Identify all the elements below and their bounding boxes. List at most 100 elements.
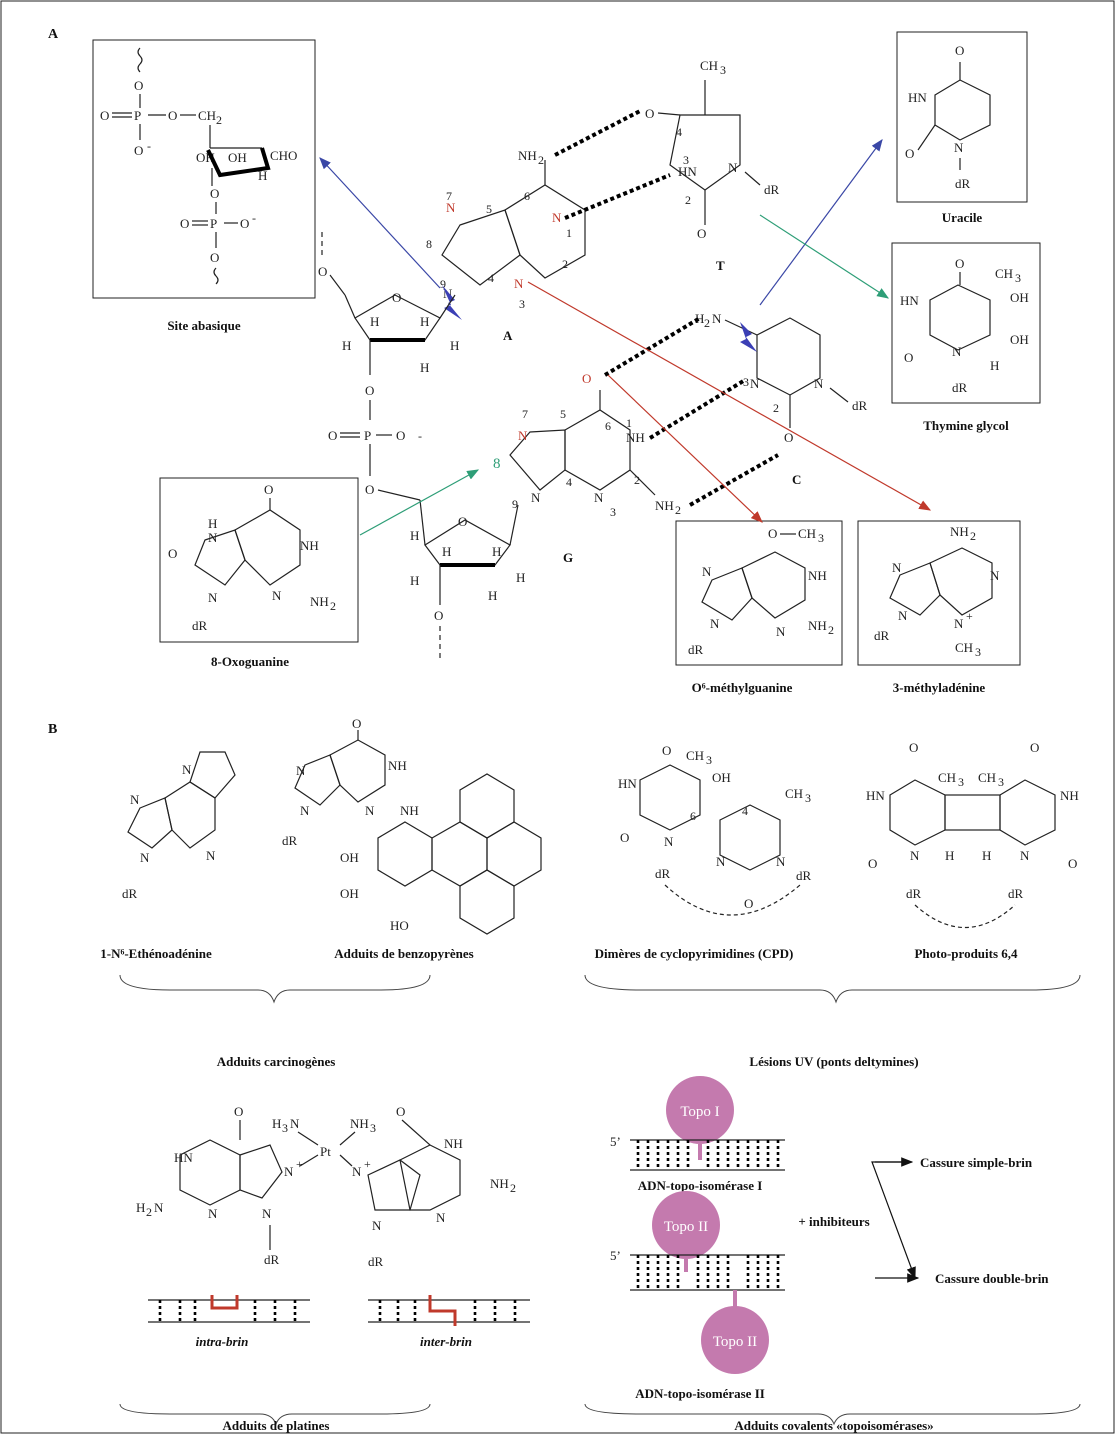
svg-text:O: O — [210, 250, 219, 265]
svg-text:O: O — [234, 1104, 243, 1119]
svg-text:O: O — [168, 546, 177, 561]
svg-text:HN: HN — [908, 90, 927, 105]
caption-methyladenine: 3-méthyladénine — [893, 680, 986, 695]
svg-text:O: O — [909, 740, 918, 755]
adenine-num-4: 4 — [488, 271, 494, 285]
svg-text:NH: NH — [300, 538, 319, 553]
svg-text:dR: dR — [264, 1252, 280, 1267]
svg-text:N: N — [712, 311, 722, 326]
svg-text:N: N — [182, 762, 192, 777]
svg-text:3: 3 — [975, 645, 981, 659]
svg-text:3: 3 — [370, 1121, 376, 1135]
svg-text:2: 2 — [538, 153, 544, 167]
svg-text:2: 2 — [510, 1181, 516, 1195]
sugar-backbone-bottom: O H H H H H H O — [410, 499, 525, 660]
label-inter-strand: inter-brin — [420, 1334, 472, 1349]
svg-text:N: N — [990, 568, 1000, 583]
svg-text:2: 2 — [675, 503, 681, 517]
svg-text:N: N — [208, 1206, 218, 1221]
svg-text:H: H — [492, 544, 501, 559]
svg-text:O: O — [328, 428, 337, 443]
svg-text:N: N — [300, 803, 310, 818]
group-uv: Lésions UV (ponts deltymines) — [749, 1054, 918, 1069]
svg-text:CH: CH — [938, 770, 956, 785]
caption-benzopyrene: Adduits de benzopyrènes — [334, 946, 473, 961]
cpd-num-6: 6 — [690, 809, 696, 823]
svg-text:O: O — [100, 108, 109, 123]
svg-text:3: 3 — [998, 775, 1004, 789]
sugar-backbone-top: O O H H H H H O P O O - O — [318, 232, 459, 501]
svg-text:NH: NH — [655, 498, 674, 513]
svg-text:3: 3 — [282, 1121, 288, 1135]
svg-text:H: H — [982, 848, 991, 863]
svg-text:-: - — [418, 429, 422, 443]
svg-text:3: 3 — [805, 791, 811, 805]
svg-text:O: O — [1068, 856, 1077, 871]
svg-text:N: N — [594, 490, 604, 505]
svg-text:N: N — [728, 160, 738, 175]
caption-ethenoadenine: 1-N⁶-Ethénoadénine — [100, 946, 212, 961]
svg-text:OH: OH — [1010, 290, 1029, 305]
svg-text:N: N — [716, 854, 726, 869]
group-platinum: Adduits de platines — [223, 1418, 330, 1433]
svg-text:H: H — [272, 1116, 281, 1131]
svg-text:3: 3 — [818, 531, 824, 545]
svg-text:H: H — [516, 570, 525, 585]
thymine-num-4: 4 — [676, 125, 682, 139]
svg-text:O: O — [365, 482, 374, 497]
svg-text:N: N — [446, 200, 456, 215]
label-inhibitors: + inhibiteurs — [798, 1214, 869, 1229]
arrow-simple-to-double — [871, 1161, 916, 1280]
svg-text:CH: CH — [995, 266, 1013, 281]
svg-text:O: O — [744, 896, 753, 911]
svg-text:H: H — [442, 544, 451, 559]
svg-text:O: O — [240, 216, 249, 231]
svg-text:3: 3 — [720, 63, 726, 77]
svg-text:N: N — [208, 530, 218, 545]
svg-text:O: O — [904, 350, 913, 365]
hbond-gc-1 — [603, 316, 702, 377]
svg-text:O: O — [396, 428, 405, 443]
base-label-t: T — [716, 258, 725, 273]
caption-cpd: Dimères de cyclopyrimidines (CPD) — [595, 946, 794, 961]
svg-text:O: O — [955, 256, 964, 271]
svg-text:CH: CH — [700, 58, 718, 73]
svg-text:H: H — [420, 314, 429, 329]
arrow-to-o6-methylguanine — [607, 374, 763, 523]
svg-text:N: N — [954, 140, 964, 155]
topoisomerase-ii-diagram — [630, 1191, 785, 1374]
svg-text:dR: dR — [192, 618, 208, 633]
svg-text:dR: dR — [282, 833, 298, 848]
arrow-to-methyladenine — [527, 281, 932, 511]
svg-text:H: H — [450, 338, 459, 353]
svg-text:NH: NH — [950, 524, 969, 539]
svg-text:O: O — [1030, 740, 1039, 755]
svg-text:H: H — [342, 338, 351, 353]
panel-a-letter: A — [48, 27, 59, 42]
caption-o6-methylguanine: O⁶-méthylguanine — [692, 680, 793, 695]
caption-photo64: Photo-produits 6,4 — [914, 946, 1018, 961]
svg-text:O: O — [210, 186, 219, 201]
svg-text:NH: NH — [350, 1116, 369, 1131]
svg-text:HN: HN — [900, 293, 919, 308]
svg-text:dR: dR — [122, 886, 138, 901]
intra-strand-diagram — [148, 1295, 310, 1323]
svg-text:O: O — [134, 78, 143, 93]
svg-text:N: N — [952, 344, 962, 359]
svg-text:N: N — [750, 376, 760, 391]
base-label-a: A — [503, 328, 513, 343]
svg-text:NH: NH — [444, 1136, 463, 1151]
svg-text:N: N — [130, 792, 140, 807]
svg-text:N: N — [140, 850, 150, 865]
label-double-break: Cassure double-brin — [935, 1271, 1049, 1286]
svg-text:N: N — [206, 848, 216, 863]
svg-text:N: N — [954, 616, 964, 631]
topo2-label-bottom: Topo II — [713, 1334, 757, 1350]
